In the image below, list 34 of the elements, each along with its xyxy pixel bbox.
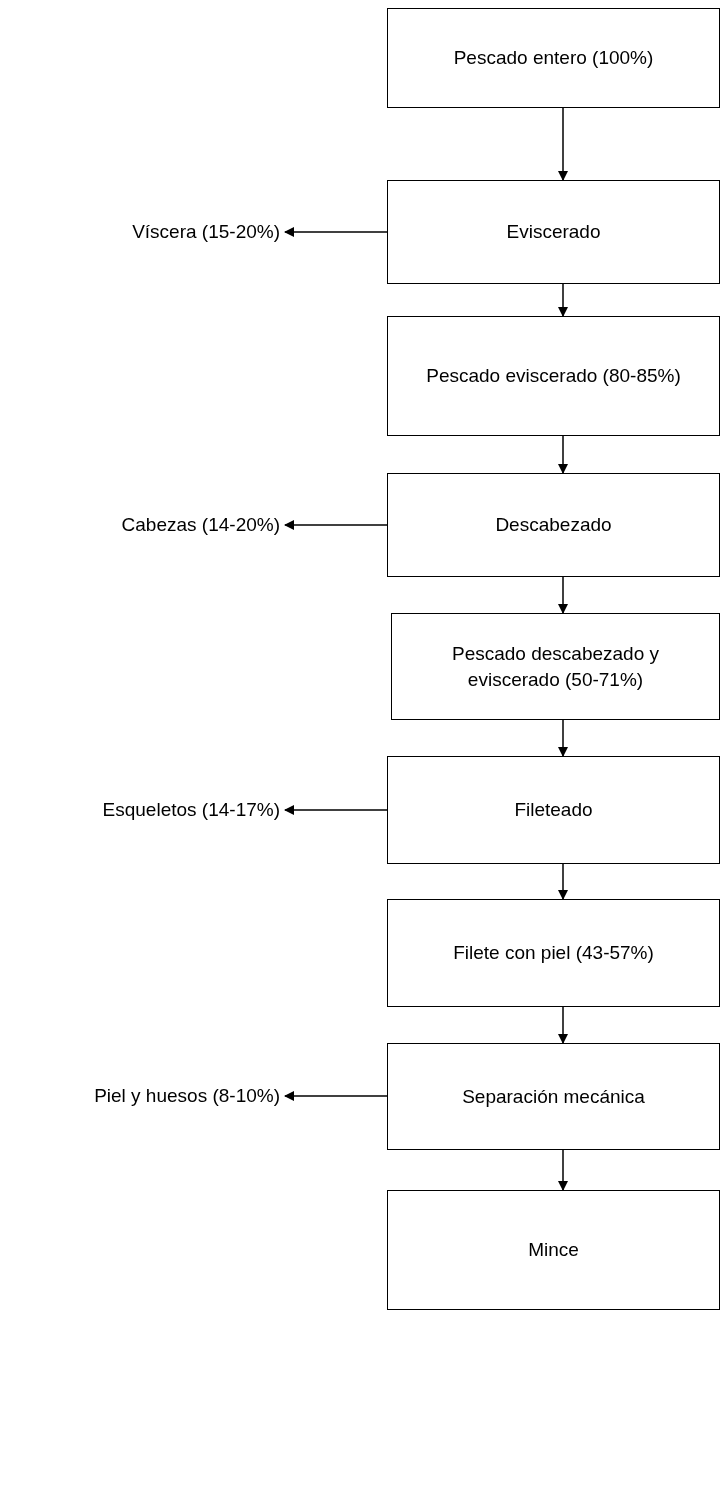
- output-label: Piel y huesos (8-10%): [94, 1084, 280, 1108]
- arrow: [558, 863, 568, 900]
- step-label: Pescado eviscerado (80-85%): [426, 364, 681, 389]
- process-box: [387, 180, 720, 284]
- arrow: [284, 520, 388, 530]
- step-label: Descabezado: [495, 513, 612, 538]
- process-box: [387, 1043, 720, 1150]
- process-box: [387, 473, 720, 577]
- process-box: [387, 1190, 720, 1310]
- output-label: Esqueletos (14-17%): [102, 798, 280, 822]
- step-label: Fileteado: [514, 798, 593, 823]
- arrow: [284, 227, 388, 237]
- arrow: [558, 719, 568, 757]
- arrow: [558, 1006, 568, 1044]
- arrow: [558, 283, 568, 317]
- arrow: [558, 435, 568, 474]
- step-label: Pescado descabezado y eviscerado (50-71%): [450, 641, 660, 692]
- process-box: [387, 899, 720, 1007]
- step-label: Mince: [528, 1238, 579, 1263]
- output-label: Víscera (15-20%): [132, 220, 280, 244]
- process-box: [387, 316, 720, 436]
- output-label: Cabezas (14-20%): [121, 513, 280, 537]
- step-label: Separación mecánica: [462, 1084, 645, 1109]
- process-box: [391, 613, 720, 720]
- arrow: [284, 805, 388, 815]
- arrow: [284, 1091, 388, 1101]
- arrow: [558, 1149, 568, 1191]
- arrow: [558, 576, 568, 614]
- step-label: Pescado entero (100%): [453, 46, 654, 71]
- step-label: Eviscerado: [506, 220, 601, 245]
- process-box: [387, 756, 720, 864]
- process-box: [387, 8, 720, 108]
- step-label: Filete con piel (43-57%): [453, 941, 654, 966]
- arrow: [558, 107, 568, 181]
